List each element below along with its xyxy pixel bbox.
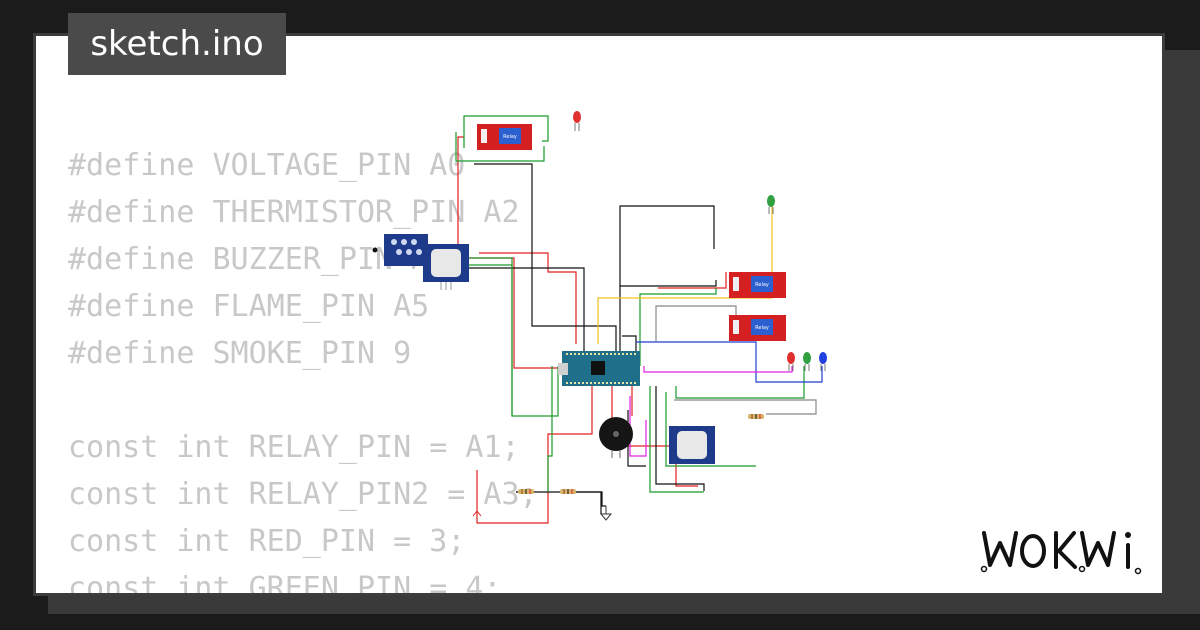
- code-line: const int GREEN_PIN = 4;: [68, 571, 502, 596]
- wires: [422, 115, 823, 524]
- led-red: [787, 352, 795, 371]
- resistor: [560, 489, 576, 494]
- resistor: [518, 489, 534, 494]
- code-line: #define SMOKE_PIN 9: [68, 336, 412, 371]
- buzzer: [599, 417, 633, 458]
- ground-symbol: [599, 506, 613, 521]
- file-tab[interactable]: sketch.ino: [68, 13, 286, 75]
- code-line: const int RELAY_PIN = A1;: [68, 430, 520, 465]
- led-red: [573, 111, 581, 131]
- preview-card: #define VOLTAGE_PIN A0 #define THERMISTOR…: [33, 33, 1165, 596]
- relay-label: Relay: [755, 282, 769, 288]
- led-blue: [819, 352, 827, 371]
- relay-label: Relay: [503, 134, 517, 140]
- code-line: const int RED_PIN = 3;: [68, 524, 466, 559]
- resistor: [748, 414, 764, 419]
- code-line: #define THERMISTOR_PIN A2: [68, 195, 520, 230]
- pir-sensor: [423, 244, 469, 290]
- led-green: [803, 352, 811, 371]
- relay-label: Relay: [755, 325, 769, 331]
- code-line: #define FLAME_PIN A5: [68, 289, 430, 324]
- keypad-module: [372, 234, 428, 266]
- pir-sensor: [669, 426, 715, 464]
- power-symbol: [472, 510, 482, 517]
- led-green: [767, 195, 775, 214]
- circuit-diagram: Relay Relay Relay: [372, 111, 827, 524]
- relay-module: Relay: [729, 315, 786, 341]
- code-preview: #define VOLTAGE_PIN A0 #define THERMISTOR…: [68, 142, 538, 596]
- relay-module: Relay: [729, 272, 786, 298]
- relay-module: Relay: [477, 124, 532, 150]
- code-line: const int RELAY_PIN2 = A3;: [68, 477, 538, 512]
- wokwi-logo: [980, 531, 1142, 575]
- arduino-nano: [558, 351, 640, 386]
- code-line: #define VOLTAGE_PIN A0: [68, 148, 466, 183]
